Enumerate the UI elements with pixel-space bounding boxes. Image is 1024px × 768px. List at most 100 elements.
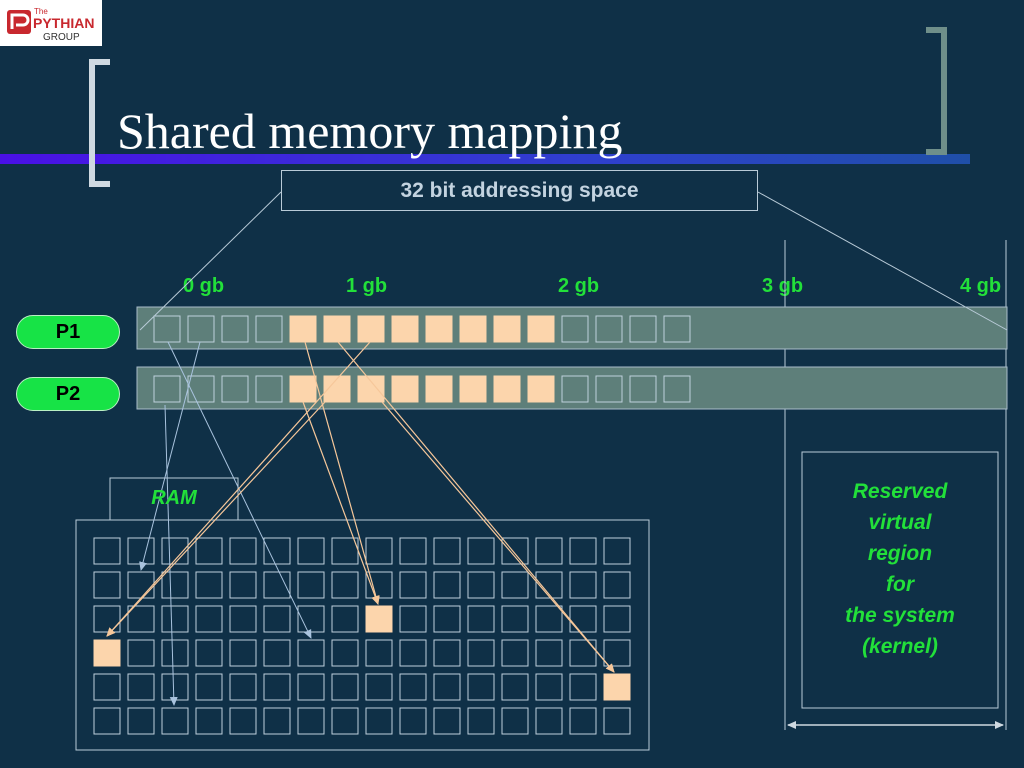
ram-frame [161,639,189,667]
logo-text-the: The [34,7,48,16]
ram-frame [331,605,359,633]
ram-frame [331,639,359,667]
address-space-box: 32 bit addressing space [281,170,758,211]
ram-frame [331,571,359,599]
ram-frame [229,673,257,701]
ram-frame [229,605,257,633]
ram-frame [501,537,529,565]
ram-frame [535,673,563,701]
ram-frame [127,605,155,633]
process-p2-label: P2 [16,377,120,411]
ram-frame [569,673,597,701]
mapped-page [289,315,317,343]
ram-frame [93,605,121,633]
mapped-page [459,375,487,403]
ram-frame [161,673,189,701]
ram-frame [263,605,291,633]
address-space-right-guide [757,191,1008,331]
private-page-mapping-arrow [139,341,201,571]
reserved-line-4: for [886,573,914,596]
unmapped-page [663,375,691,403]
unmapped-page [255,375,283,403]
mapped-page [323,315,351,343]
shared-page-mapping-arrow [381,401,615,673]
unmapped-page [153,315,181,343]
ram-frame-used [365,605,393,633]
unmapped-page [221,315,249,343]
gb-marker-2: 2 gb [558,275,600,297]
ram-frame [569,571,597,599]
ram-frame [195,571,223,599]
ram-frame [535,605,563,633]
ram-frame [467,707,495,735]
ram-frame [535,571,563,599]
reserved-line-2: virtual [868,511,932,534]
shared-page-mapping-arrow [106,401,326,637]
right-bracket [926,27,947,155]
gb-marker-1: 1 gb [346,275,388,297]
ram-frame [297,673,325,701]
ram-frame [501,571,529,599]
reserved-line-1: Reserved [852,480,948,503]
ram-frame [399,707,427,735]
process-2-address-track [136,366,1008,410]
gb-marker-0: 0 gb [183,275,225,297]
ram-frame [467,537,495,565]
unmapped-page [221,375,249,403]
ram-frame [161,571,189,599]
ram-frame [365,639,393,667]
mapped-page [357,315,385,343]
reserved-line-5: the system [845,604,955,627]
ram-frame-used [603,673,631,701]
mapped-page [527,315,555,343]
ram-frame [297,707,325,735]
ram-frame [365,673,393,701]
gb-marker-4: 4 gb [960,275,1002,297]
unmapped-page [629,375,657,403]
ram-frame [603,571,631,599]
reserved-region-box [801,451,999,709]
ram-frame [263,673,291,701]
shared-page-mapping-arrow [106,341,371,637]
logo-text-group: GROUP [43,32,80,43]
title-underline-bar [0,154,970,164]
ram-frame [433,537,461,565]
mapped-page [425,315,453,343]
ram-frame [331,673,359,701]
ram-frame [93,537,121,565]
ram-frame [433,673,461,701]
ram-frame [433,639,461,667]
unmapped-page [629,315,657,343]
unmapped-page [561,315,589,343]
address-space-left-guide [139,191,282,331]
ram-frame [467,673,495,701]
ram-frame [467,571,495,599]
ram-frame [229,571,257,599]
ram-frame [93,571,121,599]
ram-frame [127,571,155,599]
ram-frame [195,707,223,735]
ram-frame [467,605,495,633]
unmapped-page [595,315,623,343]
reserved-line-6: (kernel) [862,635,938,658]
ram-frame [399,537,427,565]
ram-label: RAM [151,487,197,509]
ram-frame [433,571,461,599]
unmapped-page [153,375,181,403]
ram-block [75,519,650,751]
ram-frame [603,605,631,633]
mapped-page [493,315,521,343]
private-page-mapping-arrow [164,404,178,706]
logo-text-pythian: PYTHIAN [33,15,94,31]
mapped-page [323,375,351,403]
ram-frame [263,707,291,735]
ram-frame [501,673,529,701]
left-bracket [89,59,110,187]
ram-frame [399,673,427,701]
shared-page-mapping-arrow [302,401,379,605]
mapped-page [425,375,453,403]
unmapped-page [255,315,283,343]
ram-frame [161,707,189,735]
